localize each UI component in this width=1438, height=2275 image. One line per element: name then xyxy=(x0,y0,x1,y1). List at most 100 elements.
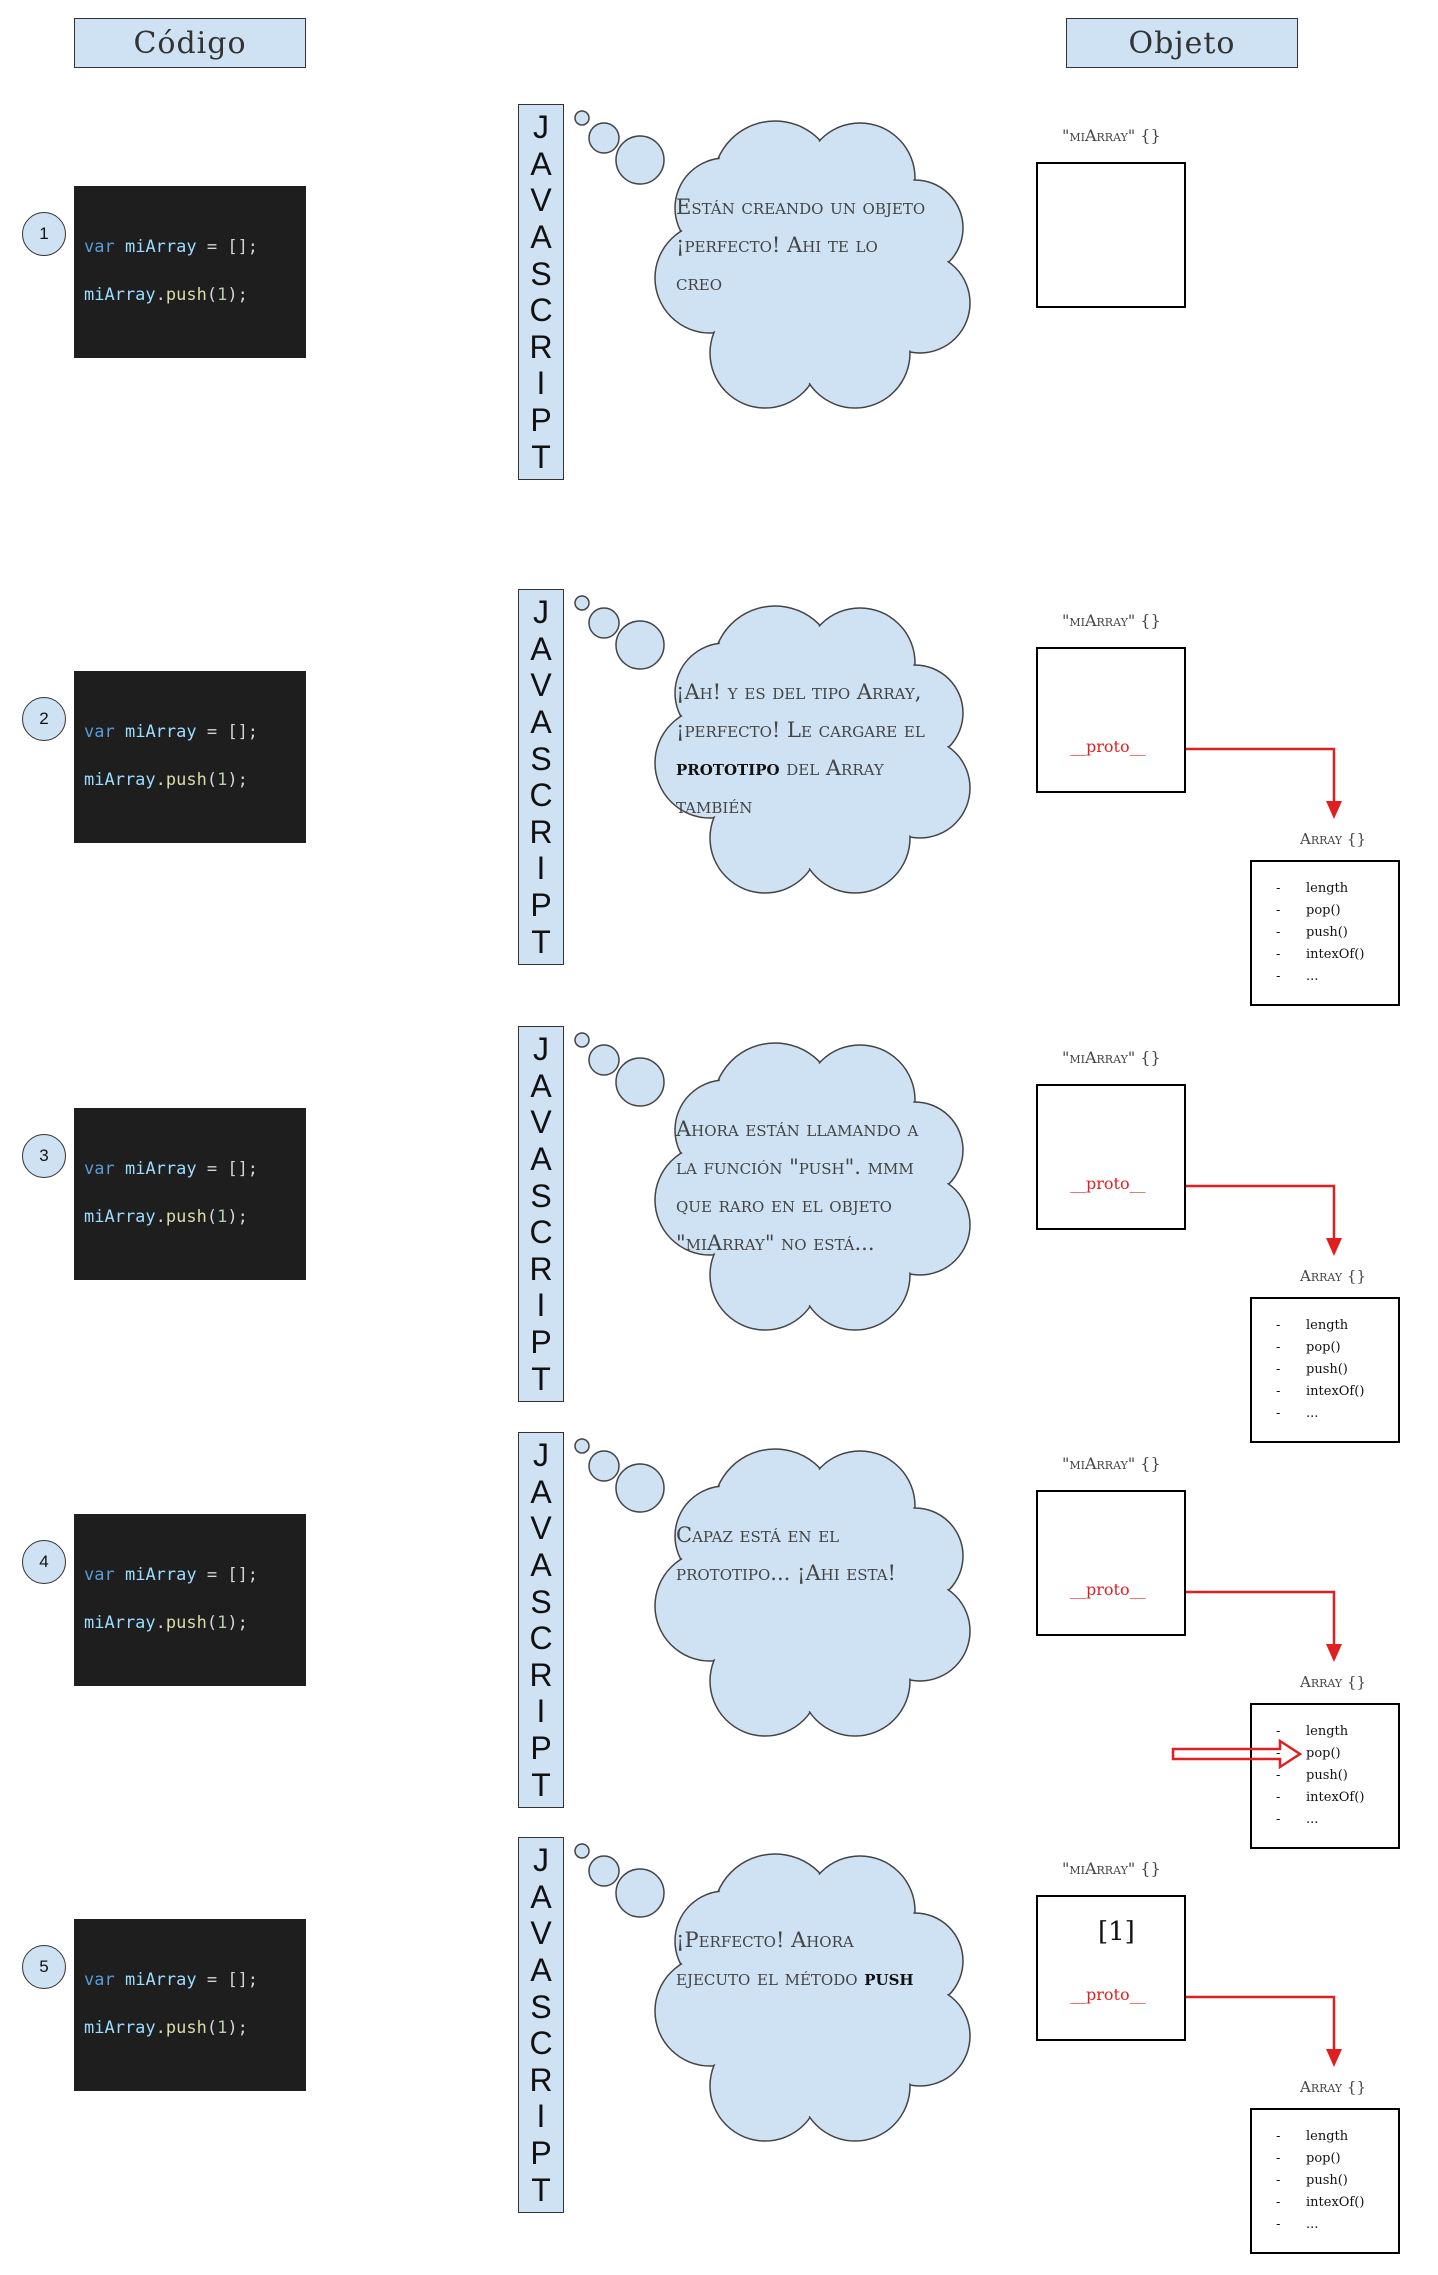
code-object: miArray xyxy=(84,1613,156,1633)
code-keyword: var xyxy=(84,722,115,742)
cloud-body xyxy=(654,1853,971,2142)
code-block: var miArray = [];miArray.push(1); xyxy=(74,1514,306,1686)
proto-arrow-line xyxy=(1186,1995,1336,2051)
array-method-name: length xyxy=(1306,2129,1349,2144)
code-line-declaration: var miArray = []; xyxy=(84,223,306,271)
javascript-letter: V xyxy=(530,1915,552,1952)
javascript-letter: I xyxy=(536,2098,546,2135)
code-object: miArray xyxy=(84,770,156,790)
code-block: var miArray = [];miArray.push(1); xyxy=(74,671,306,843)
array-prototype-label: Array {} xyxy=(1300,830,1367,848)
thought-segment: Ahora están llamando a la función "push"… xyxy=(676,1117,919,1255)
thought-bubble-large xyxy=(615,135,665,185)
javascript-letter: C xyxy=(529,1214,553,1251)
list-dash: - xyxy=(1276,925,1281,940)
object-label: "miArray" {} xyxy=(1062,1859,1161,1878)
object-label: "miArray" {} xyxy=(1062,1454,1161,1473)
array-method-item: -push() xyxy=(1276,922,1398,944)
array-method-name: push() xyxy=(1306,1362,1348,1377)
cloud-body xyxy=(654,605,971,894)
proto-arrow-line xyxy=(1186,1184,1336,1240)
javascript-letter: C xyxy=(529,777,553,814)
code-method: push xyxy=(165,1613,207,1633)
miarray-value: [1] xyxy=(1098,1917,1135,1947)
code-paren-close: ); xyxy=(227,285,248,305)
code-dot: . xyxy=(155,1207,166,1227)
code-method: push xyxy=(165,2018,207,2038)
thought-cloud xyxy=(574,110,971,409)
proto-link-label: __proto__ xyxy=(1070,1985,1146,2004)
list-dash: - xyxy=(1276,2217,1281,2232)
code-line-declaration: var miArray = []; xyxy=(84,1956,306,2004)
javascript-letter: A xyxy=(530,1141,552,1178)
array-prototype-box: -length-pop()-push()-intexOf()-... xyxy=(1250,1297,1400,1443)
list-dash: - xyxy=(1276,903,1281,918)
thought-segment: ¡Perfecto! Ahora ejecuto el método xyxy=(676,1928,865,1990)
array-method-item: -pop() xyxy=(1276,1337,1398,1359)
code-paren-open: ( xyxy=(206,2018,218,2038)
array-method-item: -push() xyxy=(1276,2170,1398,2192)
object-label: "miArray" {} xyxy=(1062,611,1161,630)
list-dash: - xyxy=(1276,881,1281,896)
miarray-object-box xyxy=(1036,1084,1186,1230)
javascript-letter: T xyxy=(531,438,551,475)
array-prototype-label: Array {} xyxy=(1300,1267,1367,1285)
javascript-letter: A xyxy=(530,1547,552,1584)
cloud-body xyxy=(654,1448,971,1737)
code-dot: . xyxy=(155,2018,166,2038)
javascript-letter: A xyxy=(530,1067,552,1104)
thought-cloud xyxy=(574,1843,971,2142)
javascript-letter: C xyxy=(529,1620,553,1657)
javascript-letter: A xyxy=(530,1473,552,1510)
step-number-circle: 4 xyxy=(22,1540,66,1584)
javascript-letter: A xyxy=(530,219,552,256)
array-prototype-label: Array {} xyxy=(1300,2078,1367,2096)
javascript-letter: S xyxy=(530,1177,552,1214)
code-assignment: = []; xyxy=(196,1565,259,1585)
javascript-letter: T xyxy=(531,923,551,960)
javascript-letter: T xyxy=(531,1360,551,1397)
array-method-name: pop() xyxy=(1306,2151,1341,2166)
array-method-item: -length xyxy=(1276,1315,1398,1337)
list-dash: - xyxy=(1276,1812,1281,1827)
miarray-object-box xyxy=(1036,162,1186,308)
cloud-body xyxy=(654,1042,971,1331)
javascript-letter: J xyxy=(533,1437,549,1474)
code-dot: . xyxy=(155,285,166,305)
code-line-declaration: var miArray = []; xyxy=(84,1145,306,1193)
list-dash: - xyxy=(1276,1318,1281,1333)
javascript-letter: P xyxy=(530,402,552,439)
thought-bubble-medium xyxy=(588,122,620,154)
code-object: miArray xyxy=(84,285,156,305)
javascript-letter: T xyxy=(531,1766,551,1803)
code-line-push-call: miArray.push(1); xyxy=(84,1193,306,1241)
code-variable: miArray xyxy=(124,237,197,257)
list-dash: - xyxy=(1276,947,1281,962)
proto-arrow-line xyxy=(1186,1590,1336,1646)
javascript-letter: R xyxy=(529,813,553,850)
javascript-letter: P xyxy=(530,1730,552,1767)
code-variable: miArray xyxy=(124,1159,197,1179)
code-assignment: = []; xyxy=(196,1159,259,1179)
list-dash: - xyxy=(1276,2195,1281,2210)
javascript-letter: P xyxy=(530,2135,552,2172)
step-number-circle: 3 xyxy=(22,1134,66,1178)
array-method-item: -... xyxy=(1276,966,1398,988)
thought-bubble-large xyxy=(615,620,665,670)
code-number: 1 xyxy=(217,2018,228,2038)
javascript-letter: A xyxy=(530,1952,552,1989)
proto-arrow-head xyxy=(1326,801,1342,819)
code-paren-open: ( xyxy=(206,1207,218,1227)
array-method-name: intexOf() xyxy=(1306,947,1365,962)
code-keyword: var xyxy=(84,237,115,257)
list-dash: - xyxy=(1276,1790,1281,1805)
thought-text: Están creando un objeto ¡perfecto! Ahi t… xyxy=(676,188,926,302)
array-method-item: -pop() xyxy=(1276,900,1398,922)
step-number-circle: 2 xyxy=(22,697,66,741)
code-keyword: var xyxy=(84,1159,115,1179)
array-prototype-box: -length-pop()-push()-intexOf()-... xyxy=(1250,860,1400,1006)
cloud-body xyxy=(654,120,971,409)
